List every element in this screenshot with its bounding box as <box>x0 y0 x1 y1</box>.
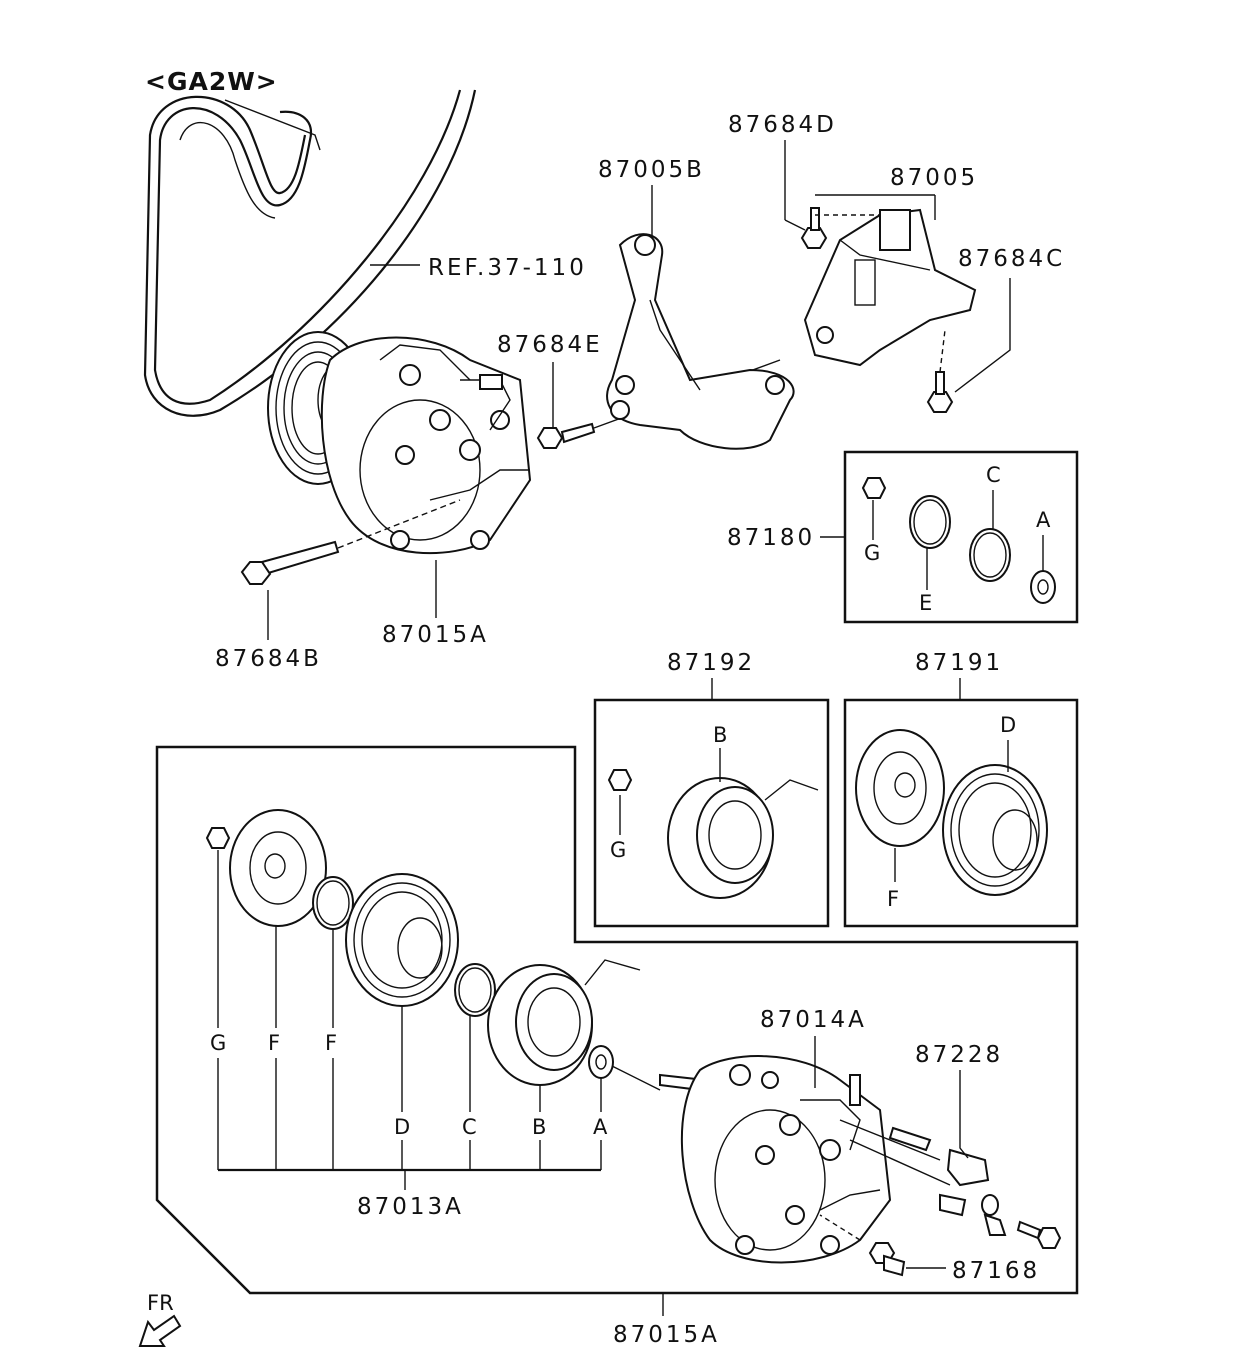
clutch-letter-f-2: F <box>325 1031 337 1055</box>
clutch-letter-a: A <box>593 1115 608 1139</box>
kit-87180-parts <box>861 477 1056 604</box>
kit-box-87191 <box>843 698 1079 928</box>
assembly-outline-87015A <box>155 745 1079 1295</box>
bolt-87684C <box>926 329 954 413</box>
kit-87192-letter-g: G <box>610 838 626 862</box>
label-87014A: 87014A <box>760 1007 867 1033</box>
clutch-letter-b: B <box>532 1115 546 1139</box>
bracket-87005B <box>606 233 795 450</box>
ref-label: REF.37-110 <box>428 255 587 281</box>
label-87684B: 87684B <box>215 646 322 672</box>
front-arrow-icon <box>138 1314 182 1347</box>
kit-87191-parts <box>855 729 1048 896</box>
kit-87180-letter-g: G <box>864 541 880 565</box>
model-code-title: <GA2W> <box>145 67 278 96</box>
bolt-87684D <box>800 207 880 249</box>
label-87005B: 87005B <box>598 157 705 183</box>
clutch-letter-f-1: F <box>268 1031 280 1055</box>
kit-87191-letter-f: F <box>887 887 899 911</box>
label-87005: 87005 <box>890 165 978 191</box>
label-87015A-top: 87015A <box>382 622 489 648</box>
kit-87192-parts <box>607 769 819 899</box>
label-87013A: 87013A <box>357 1194 464 1220</box>
kit-87191-letter-d: D <box>1000 713 1016 737</box>
front-direction-label: FR <box>147 1291 174 1315</box>
bolt-87684B <box>240 499 461 585</box>
kit-87192-letter-b: B <box>713 723 727 747</box>
kit-87180-letter-e: E <box>919 591 932 615</box>
drive-belt <box>143 89 477 417</box>
kit-87180-letter-c: C <box>986 463 1001 487</box>
label-87684C: 87684C <box>958 246 1065 272</box>
compressor-top <box>267 331 532 555</box>
plug-87168 <box>819 1214 906 1277</box>
label-87191: 87191 <box>915 650 1003 676</box>
label-87015A-bottom: 87015A <box>613 1322 720 1348</box>
label-87180: 87180 <box>727 525 815 551</box>
clutch-letter-c: C <box>462 1115 477 1139</box>
kit-87180-letter-a: A <box>1036 508 1051 532</box>
label-87684D: 87684D <box>728 112 837 138</box>
label-87192: 87192 <box>667 650 755 676</box>
label-87228: 87228 <box>915 1042 1003 1068</box>
label-87684E: 87684E <box>497 332 603 358</box>
label-87168: 87168 <box>952 1258 1040 1284</box>
fitting-87228 <box>888 1126 1062 1249</box>
bracket-87005 <box>803 208 977 367</box>
clutch-letter-g: G <box>210 1031 226 1055</box>
clutch-kit-87013A-parts <box>205 809 661 1091</box>
clutch-letter-d: D <box>394 1115 410 1139</box>
clutch-kit-callouts <box>217 850 602 1190</box>
compressor-body-87014A <box>659 1055 951 1264</box>
